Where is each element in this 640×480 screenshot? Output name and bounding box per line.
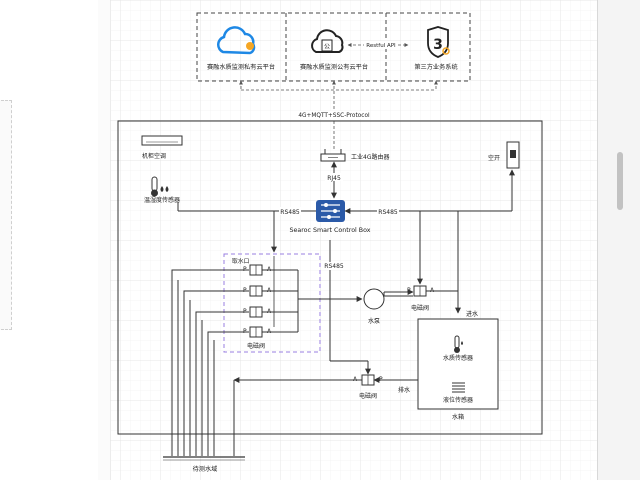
breaker-icon[interactable] [506, 141, 520, 169]
cloud-platforms-group: 赛融水质监测私有云平台 公 赛融水质监测公有云平台 Restful API 3 … [196, 12, 471, 150]
public-cloud-icon[interactable]: 公 [311, 29, 344, 53]
svg-text:3: 3 [433, 37, 443, 53]
water-in-label: 进水 [466, 310, 478, 318]
right-side-panel [597, 0, 640, 480]
router-label: 工业4G路由器 [351, 153, 389, 161]
tank-label: 水箱 [452, 413, 464, 421]
level-sensor-icon[interactable] [452, 382, 465, 393]
ac-icon[interactable] [141, 135, 183, 146]
valve-group-label: 电磁阀 [247, 342, 265, 350]
protocol-label: 4G+MQTT+SSC-Protocol [298, 113, 370, 119]
public-cloud-label: 赛融水质监测公有云平台 [300, 63, 368, 71]
inlet-valve-label: 电磁阀 [411, 304, 429, 312]
intake-pipes [171, 269, 249, 456]
controller-icon[interactable] [316, 200, 345, 222]
inlet-valve-p: P [407, 287, 411, 294]
basin-label: 待测水域 [193, 465, 218, 473]
scrollbar-thumb[interactable] [617, 152, 623, 210]
level-sensor-label: 液位传感器 [443, 396, 473, 404]
quality-sensor-label: 水质传感器 [443, 354, 473, 362]
pump-icon[interactable] [363, 288, 385, 310]
pump-label: 水泵 [368, 317, 380, 325]
rj45-label: RJ45 [327, 175, 341, 182]
breaker-label: 空开 [488, 154, 500, 162]
thermometer-sensor-icon[interactable] [454, 335, 463, 353]
drain-label: 排水 [398, 386, 410, 394]
cloud-icon[interactable] [217, 26, 256, 55]
ac-label: 机柜空调 [142, 152, 166, 160]
private-cloud-label: 赛融水质监测私有云平台 [207, 63, 275, 71]
rs485-right-label: RS485 [378, 209, 398, 216]
rs485-left-label: RS485 [280, 209, 300, 216]
router-icon[interactable] [320, 149, 346, 162]
restful-api-label: Restful API [366, 43, 396, 49]
grid-background [110, 0, 597, 480]
thermometer-icon[interactable] [151, 176, 169, 197]
shield-3-icon[interactable]: 3 [427, 26, 450, 58]
water-tank [417, 318, 499, 410]
temp-humidity-label: 温湿度传感器 [144, 196, 180, 204]
rs485-mid-label: RS485 [324, 263, 344, 270]
third-party-label: 第三方业务系统 [414, 63, 457, 71]
intake-label: 取水口 [232, 257, 250, 265]
intake-valve-group [223, 253, 321, 353]
svg-text:公: 公 [324, 44, 330, 51]
drain-valve-label: 电磁阀 [359, 392, 377, 400]
controller-label: Searoc Smart Control Box [289, 227, 370, 234]
cabinet-box [117, 120, 543, 435]
side-panel-frame [0, 100, 12, 330]
